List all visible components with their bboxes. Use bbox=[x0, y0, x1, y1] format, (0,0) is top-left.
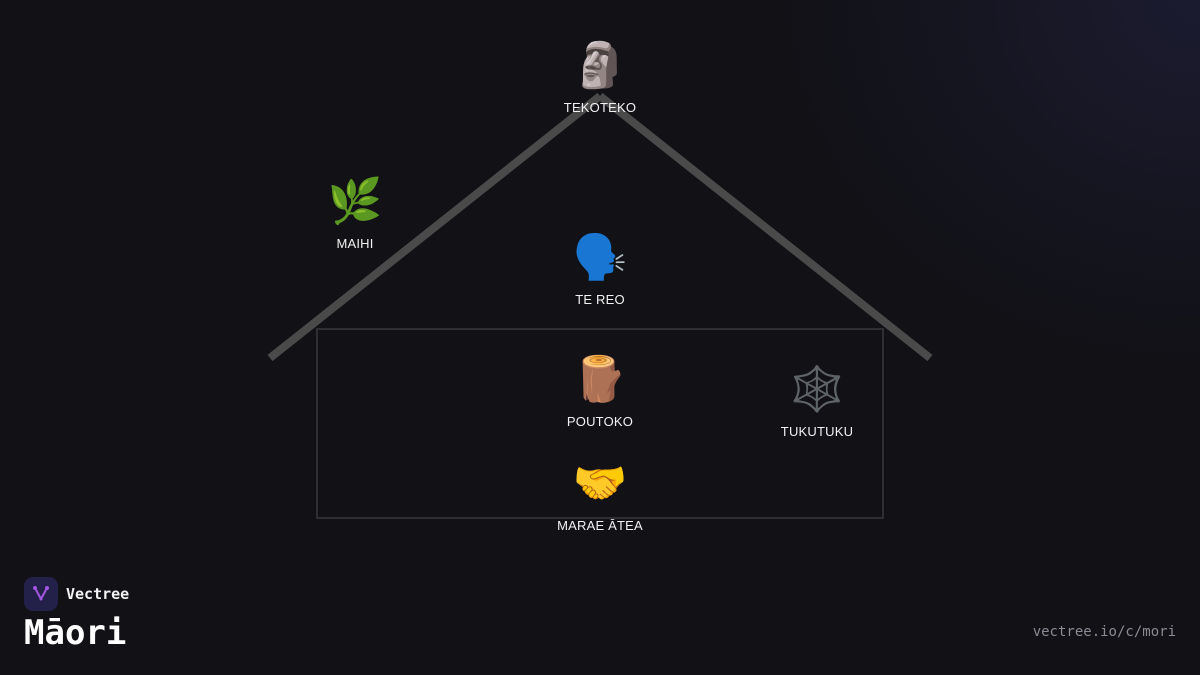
speaking-head-icon: 🗣️ bbox=[572, 233, 628, 282]
house-body-rect bbox=[316, 328, 884, 519]
node-poutoko[interactable]: 🪵 POUTOKO bbox=[520, 354, 680, 429]
source-url[interactable]: vectree.io/c/mori bbox=[1032, 624, 1176, 640]
node-maihi[interactable]: 🌿 MAIHI bbox=[275, 176, 435, 251]
node-tukutuku[interactable]: 🕸️ TUKUTUKU bbox=[737, 364, 897, 439]
node-label: MARAE ĀTEA bbox=[557, 518, 643, 533]
node-label: MAIHI bbox=[336, 236, 374, 251]
node-label: POUTOKO bbox=[566, 414, 634, 429]
roof-left-line bbox=[267, 92, 603, 362]
vectree-branch-icon bbox=[24, 577, 58, 611]
herb-icon: 🌿 bbox=[327, 177, 383, 226]
node-te-reo[interactable]: 🗣️ TE REO bbox=[520, 232, 680, 307]
spider-web-icon: 🕸️ bbox=[789, 365, 845, 414]
brand-name: Vectree bbox=[66, 585, 130, 603]
wood-log-icon: 🪵 bbox=[572, 355, 628, 404]
node-label: TE REO bbox=[575, 292, 625, 307]
node-label: TEKOTEKO bbox=[563, 100, 637, 115]
handshake-icon: 🤝 bbox=[572, 459, 628, 508]
node-marae-atea[interactable]: 🤝 MARAE ĀTEA bbox=[520, 458, 680, 533]
roof-right-line bbox=[597, 92, 933, 362]
moai-icon: 🗿 bbox=[572, 41, 628, 90]
node-label: TUKUTUKU bbox=[780, 424, 854, 439]
brand[interactable]: Vectree bbox=[24, 577, 129, 611]
node-tekoteko[interactable]: 🗿 TEKOTEKO bbox=[520, 40, 680, 115]
page-title: Māori bbox=[24, 613, 127, 653]
